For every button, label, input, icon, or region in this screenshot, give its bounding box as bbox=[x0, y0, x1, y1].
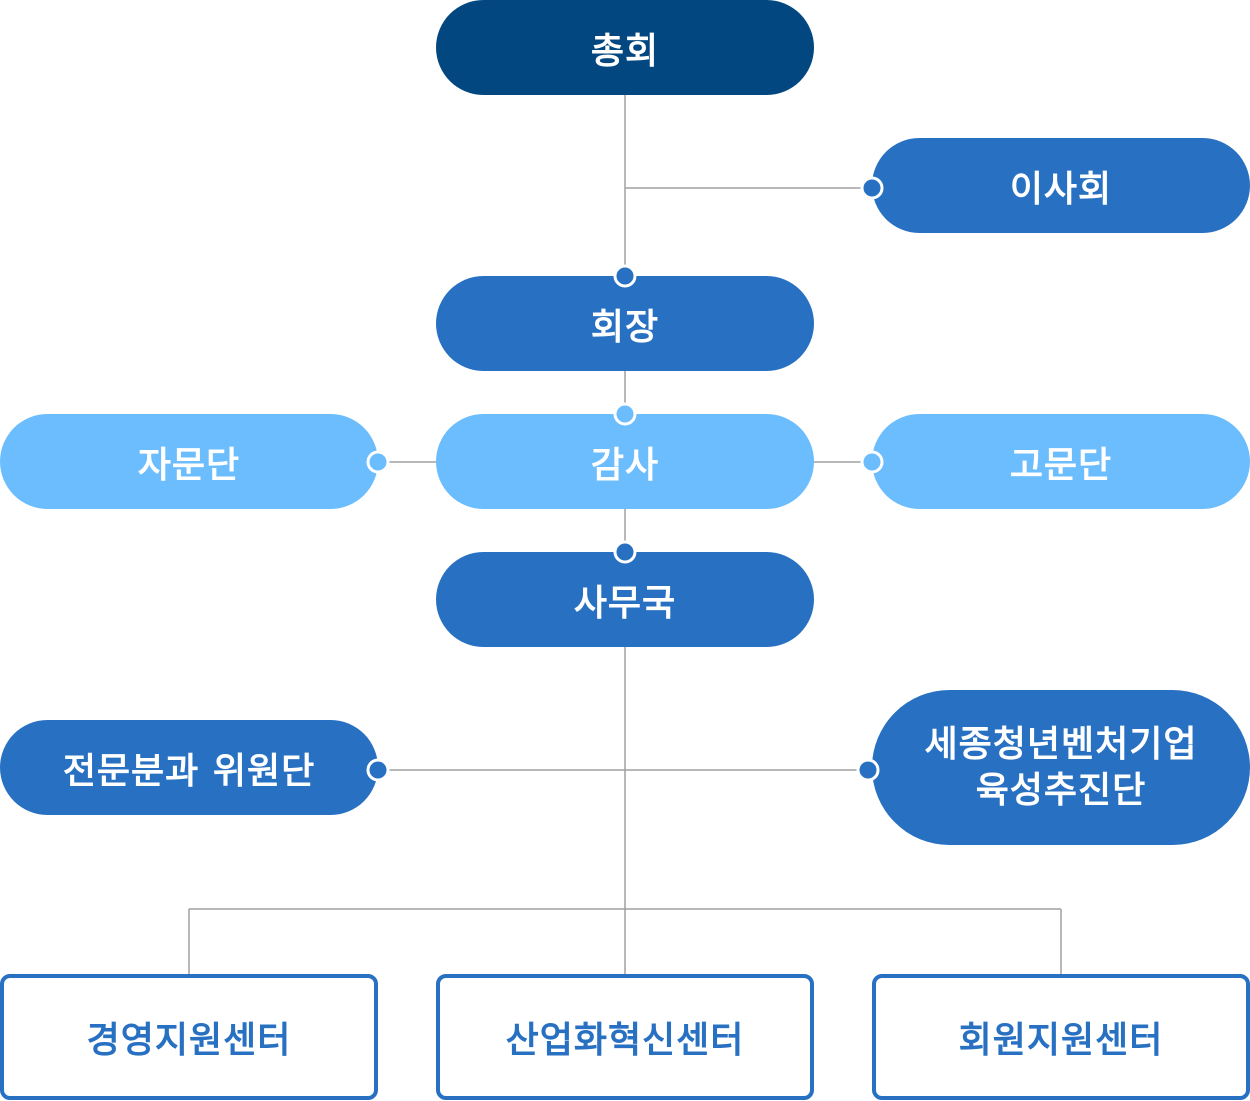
node-member-center: 회원지원센터 bbox=[872, 974, 1250, 1100]
node-audit-label: 감사 bbox=[590, 444, 660, 486]
node-expert-committee-label: 전문분과 위원단 bbox=[62, 750, 316, 792]
node-general-assembly: 총회 bbox=[436, 0, 814, 95]
node-sejong-line2: 육성추진단 bbox=[975, 769, 1147, 811]
connector-dot-board bbox=[860, 176, 884, 200]
connector-dot-chairman bbox=[613, 264, 637, 288]
node-sejong-youth-venture: 세종청년벤처기업 육성추진단 bbox=[872, 690, 1250, 845]
node-expert-committee: 전문분과 위원단 bbox=[0, 720, 378, 815]
node-general-assembly-label: 총회 bbox=[590, 30, 660, 72]
node-sejong-line1: 세종청년벤처기업 bbox=[924, 723, 1198, 765]
node-secretariat: 사무국 bbox=[436, 552, 814, 647]
connector-dot-expert bbox=[366, 758, 390, 782]
node-chairman: 회장 bbox=[436, 276, 814, 371]
node-member-center-label: 회원지원센터 bbox=[958, 1020, 1164, 1061]
node-audit: 감사 bbox=[436, 414, 814, 509]
node-secretariat-label: 사무국 bbox=[573, 582, 677, 624]
connector-dot-advisory bbox=[366, 450, 390, 474]
node-innovation-center: 산업화혁신센터 bbox=[436, 974, 814, 1100]
node-board-label: 이사회 bbox=[1009, 168, 1113, 210]
node-counsel-group: 고문단 bbox=[872, 414, 1250, 509]
connector-dot-secretariat bbox=[613, 540, 637, 564]
node-management-center: 경영지원센터 bbox=[0, 974, 378, 1100]
node-innovation-center-label: 산업화혁신센터 bbox=[505, 1020, 745, 1061]
node-advisory-group: 자문단 bbox=[0, 414, 378, 509]
node-counsel-group-label: 고문단 bbox=[1009, 444, 1113, 486]
node-advisory-group-label: 자문단 bbox=[137, 444, 241, 486]
connector-dot-counsel bbox=[860, 450, 884, 474]
connector-dot-sejong bbox=[856, 758, 880, 782]
connector-dot-audit bbox=[613, 402, 637, 426]
node-management-center-label: 경영지원센터 bbox=[86, 1020, 292, 1061]
node-chairman-label: 회장 bbox=[590, 306, 660, 348]
node-board: 이사회 bbox=[872, 138, 1250, 233]
